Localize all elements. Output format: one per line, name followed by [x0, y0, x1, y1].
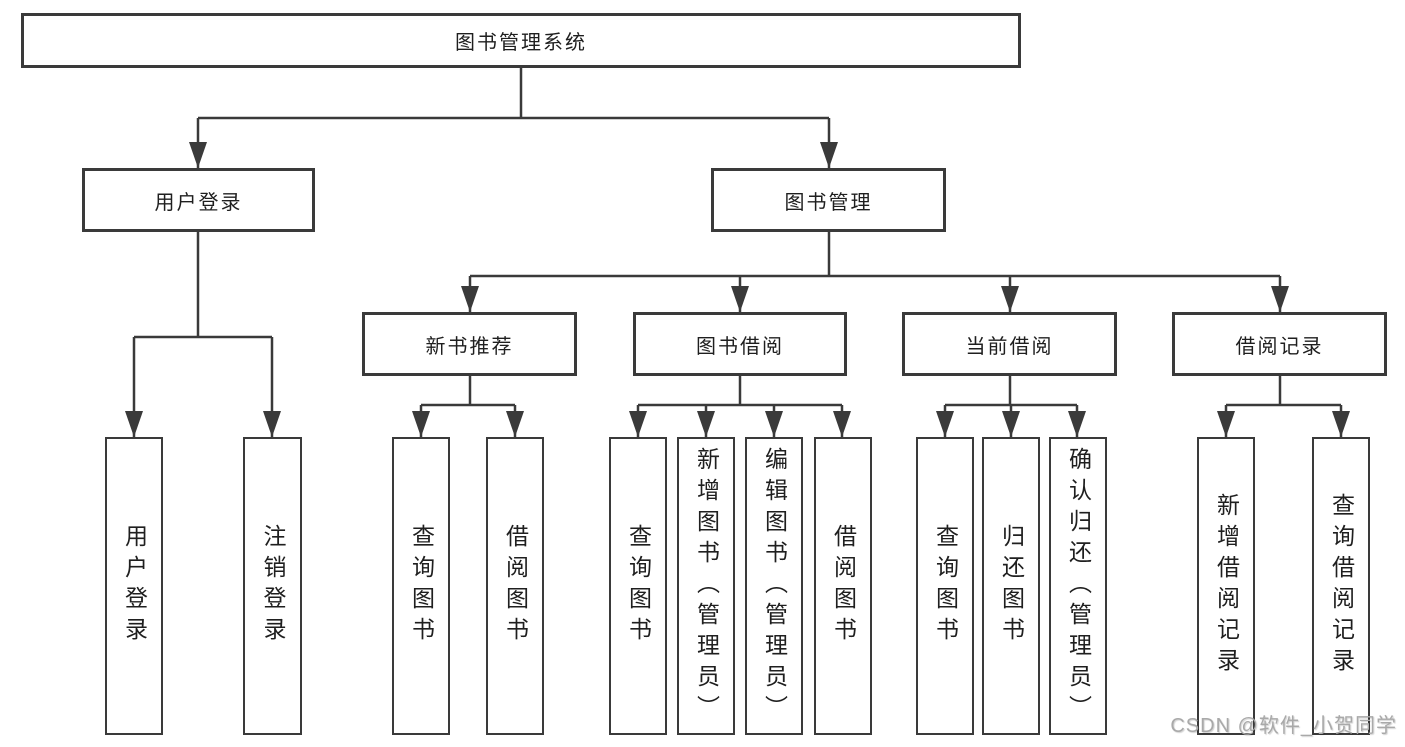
- node-label-leaf-add-book: 新增图书（管理员）: [693, 446, 720, 726]
- node-branch-book-borrow: 图书借阅: [633, 312, 847, 376]
- node-leaf-add-book: 新增图书（管理员）: [677, 437, 735, 735]
- node-label-branch-user-login: 用户登录: [154, 191, 243, 214]
- node-leaf-confirm-return: 确认归还（管理员）: [1049, 437, 1107, 735]
- arrowhead-icon: [189, 142, 207, 168]
- node-leaf-add-borrow-record: 新增借阅记录: [1197, 437, 1255, 735]
- node-label-branch-new-book-recommend: 新书推荐: [425, 335, 514, 358]
- node-label-leaf-edit-book: 编辑图书（管理员）: [761, 446, 788, 726]
- node-branch-book-management: 图书管理: [711, 168, 946, 232]
- node-label-leaf-borrow-book-2: 借阅图书: [830, 524, 857, 648]
- arrowhead-icon: [412, 411, 430, 437]
- node-label-leaf-query-book-2: 查询图书: [625, 524, 652, 648]
- arrowhead-icon: [263, 411, 281, 437]
- node-leaf-edit-book: 编辑图书（管理员）: [745, 437, 803, 735]
- arrowhead-icon: [1068, 411, 1086, 437]
- arrowhead-icon: [697, 411, 715, 437]
- node-label-branch-borrow-records: 借阅记录: [1235, 335, 1324, 358]
- arrowhead-icon: [1271, 286, 1289, 312]
- node-branch-user-login: 用户登录: [82, 168, 315, 232]
- node-label-leaf-confirm-return: 确认归还（管理员）: [1065, 446, 1092, 726]
- arrowhead-icon: [629, 411, 647, 437]
- node-branch-current-borrow: 当前借阅: [902, 312, 1117, 376]
- node-label-leaf-return-book: 归还图书: [998, 524, 1025, 648]
- arrowhead-icon: [820, 142, 838, 168]
- node-label-leaf-logout: 注销登录: [260, 524, 286, 648]
- node-label-leaf-user-login: 用户登录: [121, 524, 148, 648]
- node-leaf-borrow-book-2: 借阅图书: [814, 437, 872, 735]
- arrowhead-icon: [1001, 286, 1019, 312]
- node-label-branch-book-management: 图书管理: [784, 191, 873, 214]
- arrowhead-icon: [1332, 411, 1350, 437]
- node-leaf-query-book-1: 查询图书: [392, 437, 450, 735]
- node-branch-new-book-recommend: 新书推荐: [362, 312, 577, 376]
- node-label-leaf-query-book-1: 查询图书: [408, 524, 435, 648]
- node-label-leaf-borrow-book-1: 借阅图书: [502, 524, 529, 648]
- arrowhead-icon: [125, 411, 143, 437]
- node-leaf-return-book: 归还图书: [982, 437, 1040, 735]
- arrowhead-icon: [765, 411, 783, 437]
- node-label-root: 图书管理系统: [455, 32, 587, 54]
- arrowhead-icon: [1217, 411, 1235, 437]
- node-root: 图书管理系统: [21, 13, 1021, 68]
- node-leaf-user-login: 用户登录: [105, 437, 163, 735]
- node-leaf-query-book-2: 查询图书: [609, 437, 667, 735]
- node-label-leaf-add-borrow-record: 新增借阅记录: [1213, 493, 1240, 679]
- node-label-branch-current-borrow: 当前借阅: [965, 335, 1054, 358]
- node-leaf-query-borrow-record: 查询借阅记录: [1312, 437, 1370, 735]
- node-label-leaf-query-book-3: 查询图书: [932, 524, 959, 648]
- arrowhead-icon: [833, 411, 851, 437]
- node-leaf-query-book-3: 查询图书: [916, 437, 974, 735]
- node-branch-borrow-records: 借阅记录: [1172, 312, 1387, 376]
- arrowhead-icon: [461, 286, 479, 312]
- arrowhead-icon: [936, 411, 954, 437]
- arrowhead-icon: [731, 286, 749, 312]
- node-label-branch-book-borrow: 图书借阅: [696, 335, 784, 358]
- watermark-text: CSDN @软件_小贺同学: [1170, 715, 1397, 737]
- node-label-leaf-query-borrow-record: 查询借阅记录: [1328, 493, 1355, 679]
- node-leaf-borrow-book-1: 借阅图书: [486, 437, 544, 735]
- arrowhead-icon: [506, 411, 524, 437]
- arrowhead-icon: [1002, 411, 1020, 437]
- node-leaf-logout: 注销登录: [243, 437, 302, 735]
